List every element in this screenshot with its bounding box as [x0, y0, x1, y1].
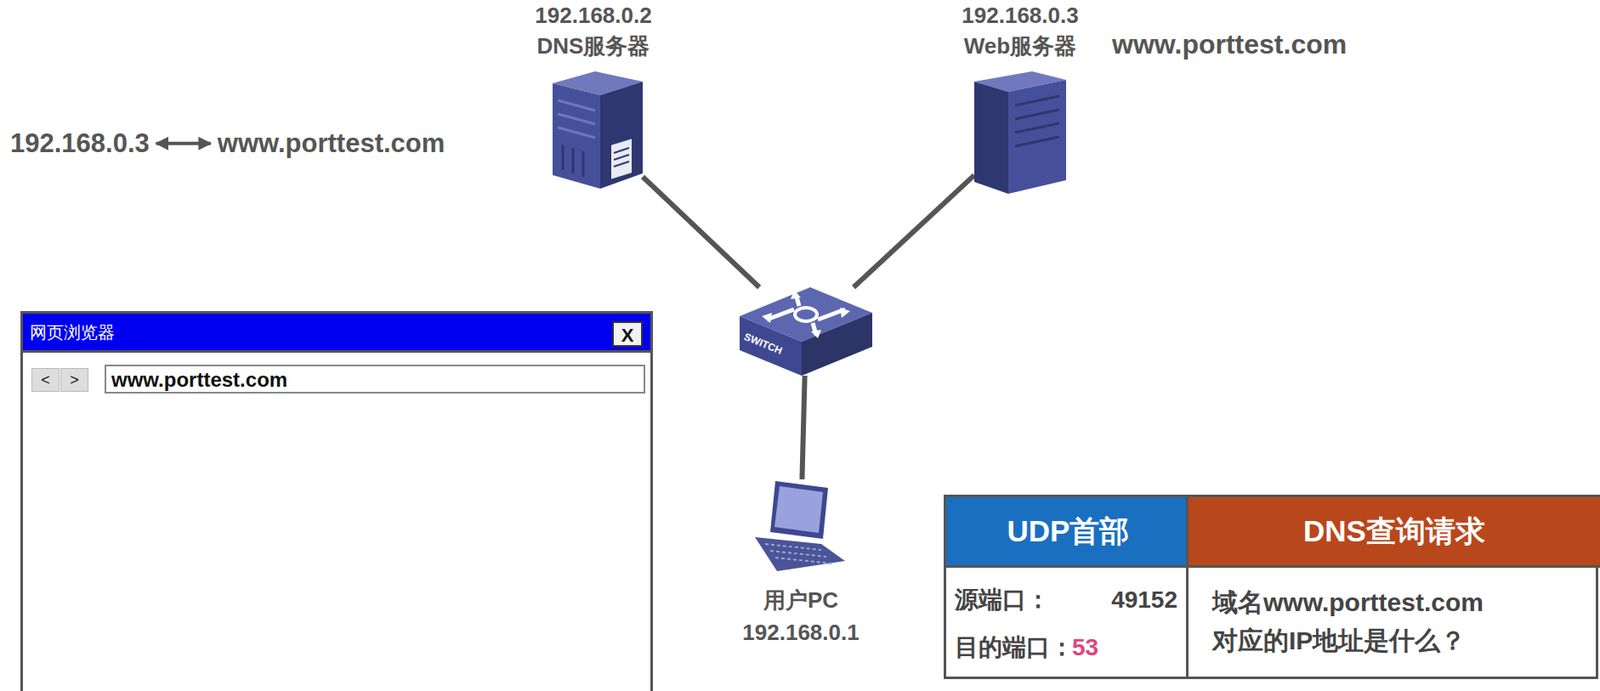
server-name: Web服务器 [909, 34, 1131, 60]
header-text: DNS查询请求 [1188, 514, 1600, 549]
laptop-icon [754, 481, 846, 572]
field-name: 目的端口： [954, 634, 1074, 662]
ip-address: 192.168.0.1 [690, 620, 912, 647]
ip-address: 192.168.0.3 [909, 3, 1131, 29]
button-label: < [32, 371, 59, 390]
pc-name: 用户PC [690, 588, 912, 614]
web-server-icon [974, 71, 1067, 194]
browser-window: 网页浏览器 X <> www.porttest.com [20, 311, 653, 691]
ip-address: 192.168.0.2 [482, 3, 704, 29]
switch: SWITCH [739, 287, 873, 376]
button-label: > [61, 371, 88, 390]
device-label: SWITCH [742, 331, 784, 358]
field-name: 源端口： [954, 586, 1050, 614]
user-pc: 用户PC192.168.0.1 [760, 479, 842, 572]
web-server: 192.168.0.3Web服务器www.porttest.com [974, 71, 1067, 194]
table-body-cell: 域名www.porttest.com 对应的IP地址是什么？ [1185, 565, 1599, 680]
header-text: UDP首部 [946, 514, 1191, 549]
network-link [801, 375, 805, 480]
dns-server: 192.168.0.2DNS服务器 [544, 71, 643, 189]
query-text: 域名www.porttest.com 对应的IP地址是什么？ [1212, 583, 1570, 660]
field-value: 53 [1072, 634, 1099, 662]
table-header-cell: DNS查询请求 [1185, 494, 1600, 568]
button-label: X [613, 324, 642, 347]
network-link [642, 176, 760, 288]
field-value: 49152 [1111, 586, 1178, 614]
address-bar: www.porttest.com [104, 364, 646, 394]
domain-name: www.porttest.com [1112, 28, 1347, 61]
back-button: < [31, 368, 60, 392]
mapped-domain-name: www.porttest.com [217, 128, 446, 159]
mapping-arrow [156, 141, 211, 146]
server-name: DNS服务器 [482, 34, 704, 60]
network-link [853, 175, 975, 288]
forward-button: > [60, 368, 89, 392]
table-header-cell: UDP首部 [943, 494, 1193, 568]
title-bar [22, 313, 651, 353]
mapped-ip-address: 192.168.0.3 [10, 128, 150, 159]
dns-server-icon [552, 71, 643, 189]
url-text: www.porttest.com [111, 368, 288, 392]
switch-icon [739, 287, 873, 376]
close-button: X [612, 321, 643, 347]
window-title: 网页浏览器 [29, 323, 115, 343]
table-body-cell: 源端口： 49152 目的端口：53 [943, 565, 1189, 680]
